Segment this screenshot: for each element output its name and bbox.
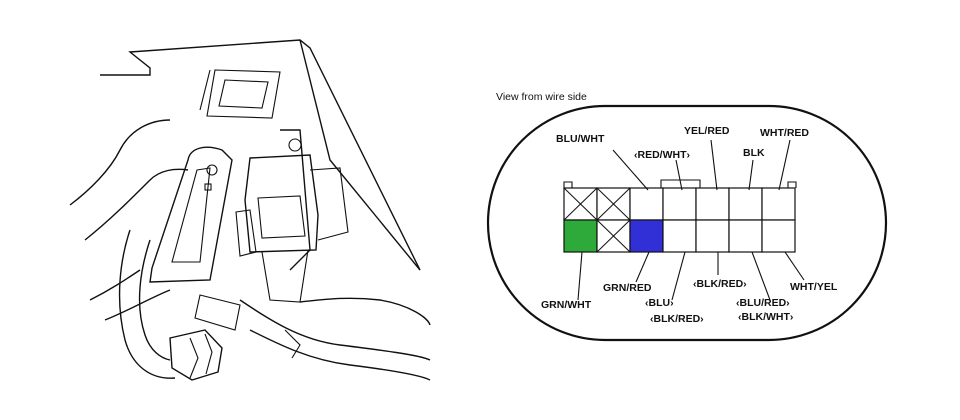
label-grn-wht: GRN/WHT — [541, 299, 592, 311]
label-grn-red: GRN/RED — [603, 282, 652, 294]
view-caption: View from wire side — [496, 91, 587, 103]
unused-cavity-cross — [596, 187, 631, 221]
label-yel-red: YEL/RED — [684, 125, 730, 137]
pin-cavity-bottom-1 — [563, 219, 598, 253]
pin-cavity-bottom-6 — [728, 219, 763, 253]
label-blk-wht-alt: ‹BLK/WHT› — [738, 311, 794, 323]
pin-cavity-top-3 — [629, 187, 664, 221]
label-blk: BLK — [743, 147, 765, 159]
pin-cavity-top-4 — [662, 187, 697, 221]
unused-cavity-cross — [563, 187, 598, 221]
pin-cavity-bottom-5 — [695, 219, 730, 253]
label-blk-red-alt: ‹BLK/RED› — [650, 313, 704, 325]
pin-cavity-bottom-4 — [662, 219, 697, 253]
label-blu-wht: BLU/WHT — [556, 133, 605, 145]
pin-cavity-top-7 — [761, 187, 796, 221]
connector-outline — [486, 104, 888, 342]
pin-cavity-bottom-3 — [629, 219, 664, 253]
harness-connector-icon — [69, 39, 431, 381]
label-blu-red-alt: ‹BLU/RED› — [736, 297, 790, 309]
label-blk-red-alt2: ‹BLK/RED› — [693, 278, 747, 290]
label-wht-red: WHT/RED — [760, 127, 809, 139]
pin-cavity-top-6 — [728, 187, 763, 221]
pin-cavity-bottom-7 — [761, 219, 796, 253]
label-red-wht: ‹RED/WHT› — [634, 149, 690, 161]
label-blu-alt: ‹BLU› — [645, 297, 674, 309]
connector-pin-grid — [563, 187, 796, 253]
unused-cavity-cross — [596, 219, 631, 253]
label-wht-yel: WHT/YEL — [790, 281, 838, 293]
leader-lines — [577, 139, 805, 301]
pin-cavity-top-5 — [695, 187, 730, 221]
